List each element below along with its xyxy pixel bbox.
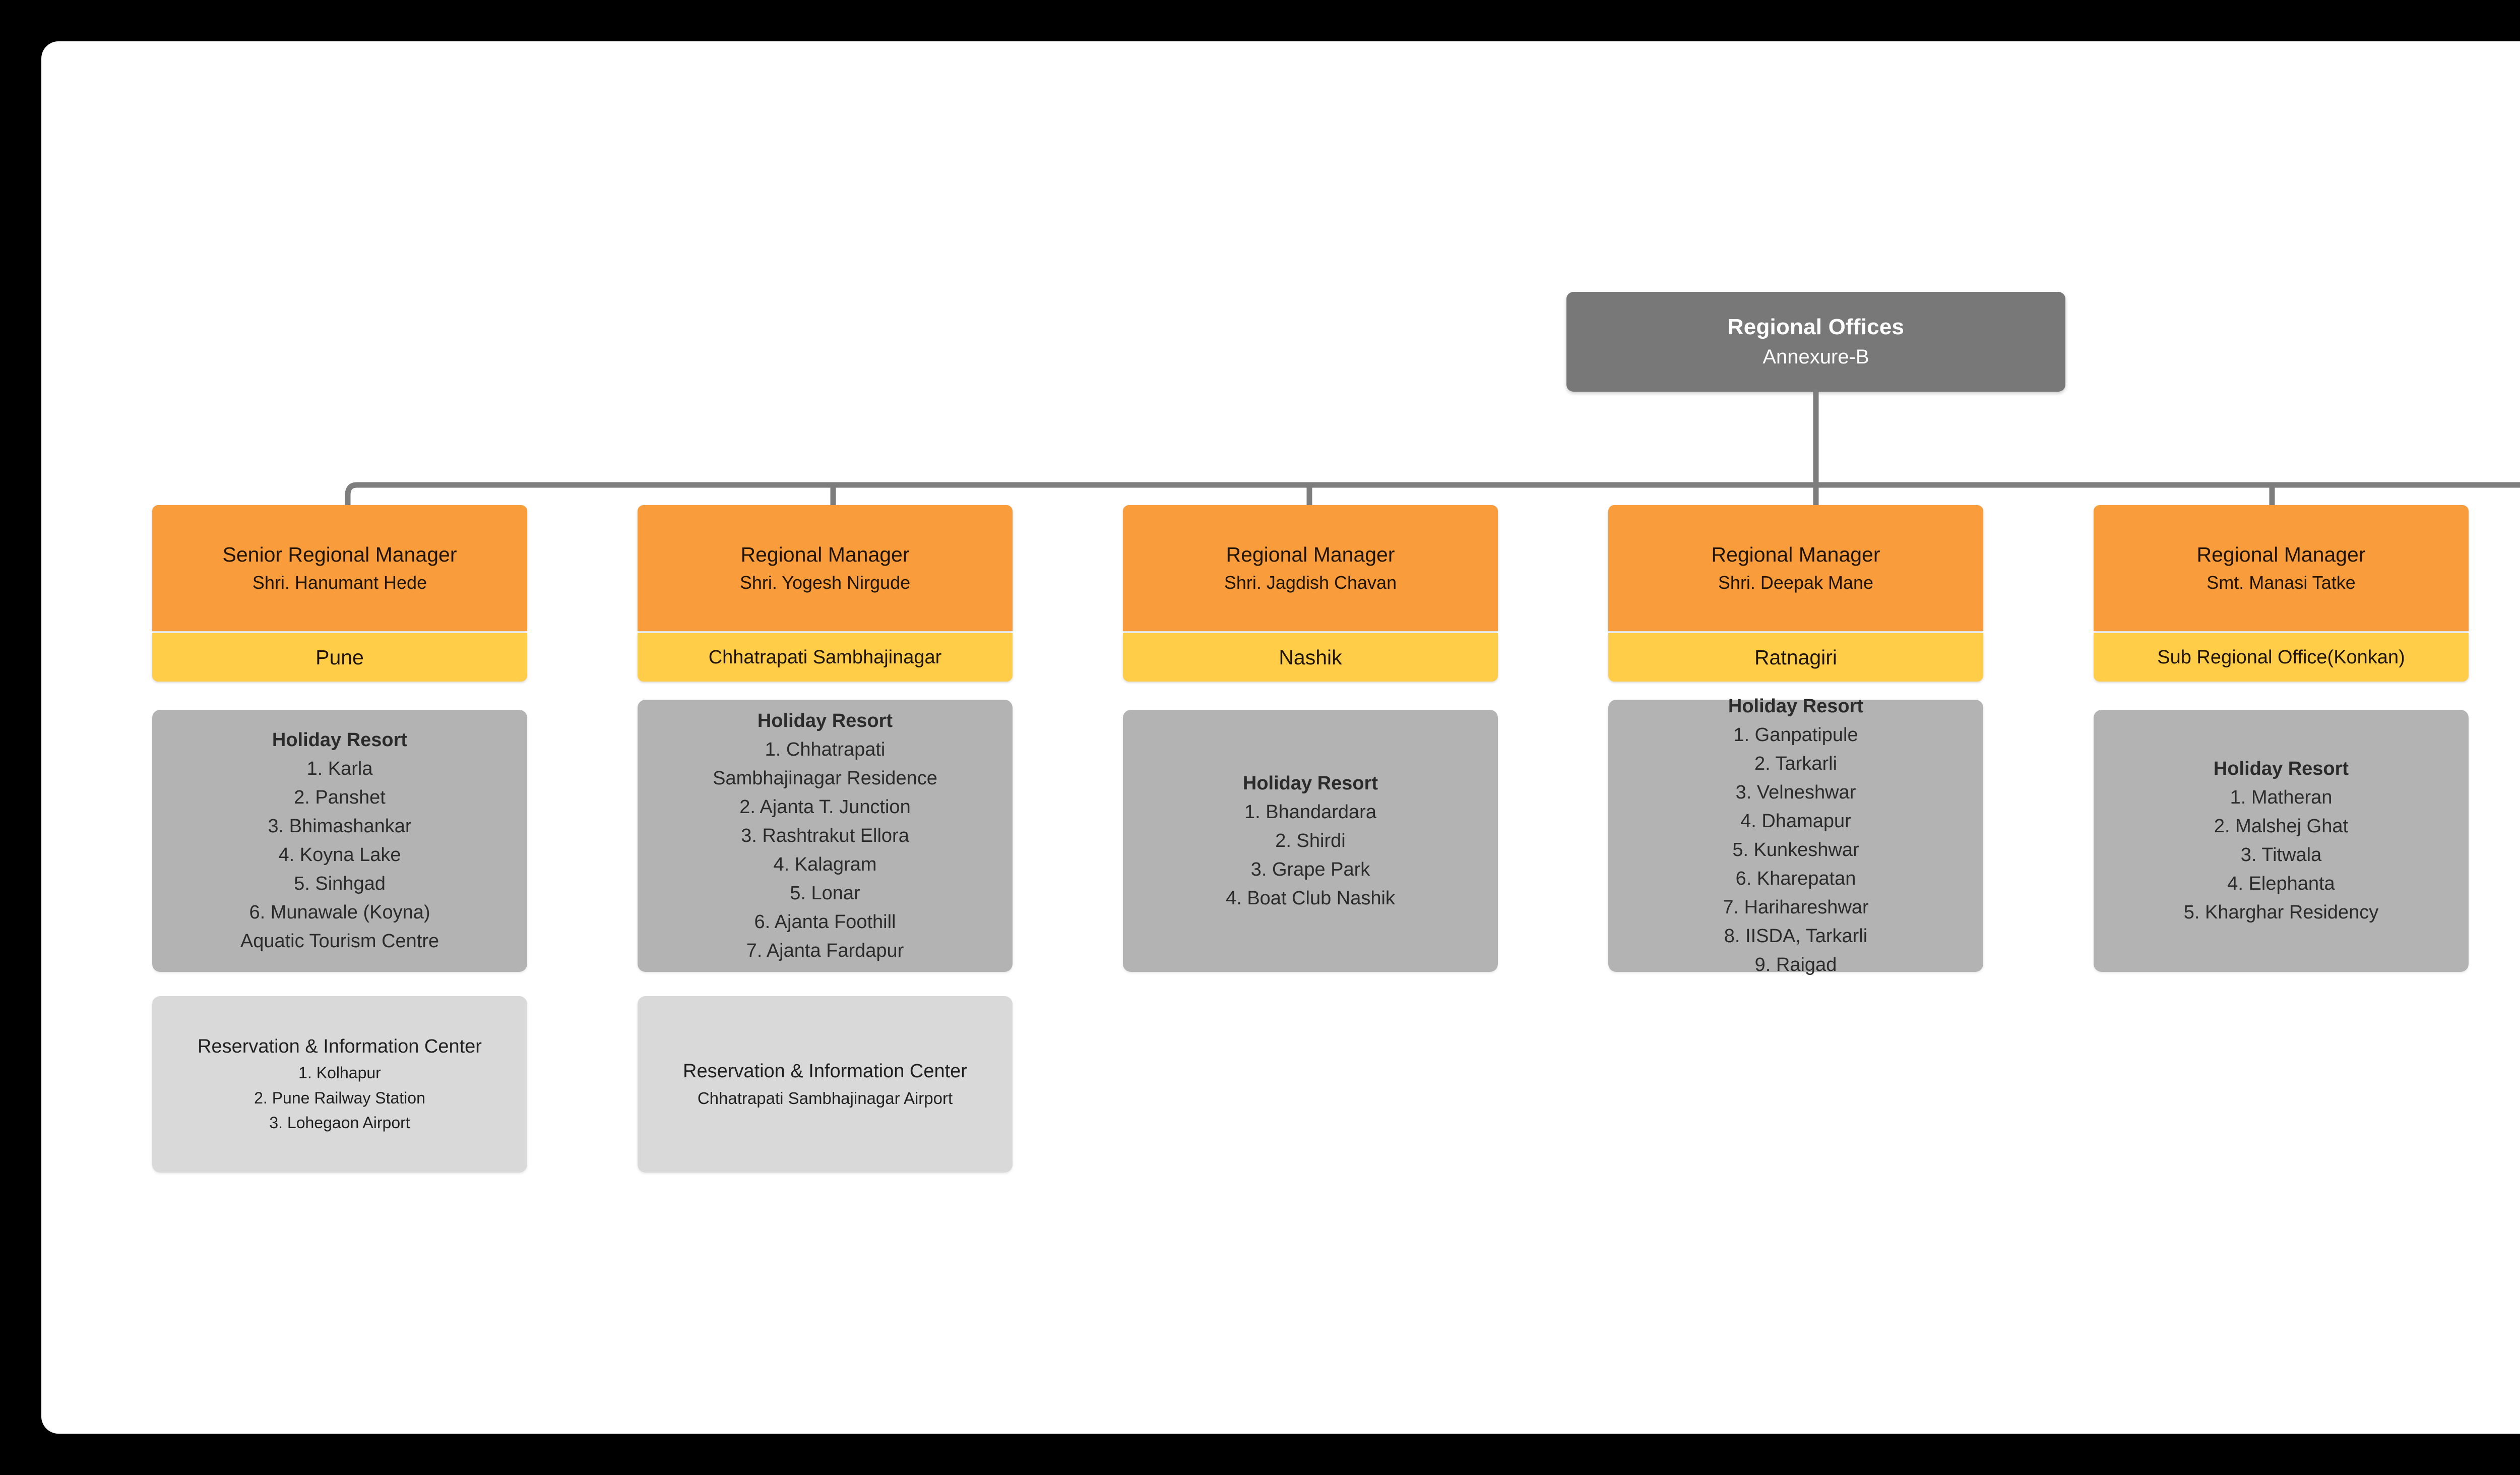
root-node-subtitle: Annexure-B <box>1762 345 1869 368</box>
holiday-resort-item: 2. Tarkarli <box>1754 753 1838 774</box>
holiday-resort-item: Sambhajinagar Residence <box>713 767 937 789</box>
holiday-resort-item: 2. Ajanta T. Junction <box>739 796 911 818</box>
manager-box-pune[interactable]: Senior Regional Manager Shri. Hanumant H… <box>152 505 527 631</box>
holiday-resort-item: 3. Grape Park <box>1250 858 1370 880</box>
holiday-resort-item: 4. Dhamapur <box>1740 811 1851 832</box>
holiday-resort-item: 1. Chhatrapati <box>765 739 886 760</box>
branch-column-chhatrapati-sambhajinagar: Regional Manager Shri. Yogesh Nirgude Ch… <box>638 505 1013 1173</box>
location-box-pune[interactable]: Pune <box>152 633 527 682</box>
holiday-resort-heading: Holiday Resort <box>1728 696 1864 717</box>
holiday-resort-heading: Holiday Resort <box>272 729 408 751</box>
holiday-resort-item: 7. Harihareshwar <box>1723 897 1869 918</box>
holiday-resort-item: 5. Sinhgad <box>294 873 386 894</box>
holiday-resort-item: 7. Ajanta Fardapur <box>746 940 904 961</box>
holiday-resort-item: 1. Ganpatipule <box>1733 724 1858 746</box>
manager-role: Regional Manager <box>1711 543 1880 567</box>
branch-column-ratnagiri: Regional Manager Shri. Deepak Mane Ratna… <box>1608 505 1983 975</box>
holiday-resort-box-pune[interactable]: Holiday Resort 1. Karla 2. Panshet 3. Bh… <box>152 710 527 972</box>
manager-name: Shri. Jagdish Chavan <box>1224 572 1397 593</box>
holiday-resort-item: 2. Shirdi <box>1275 830 1346 851</box>
holiday-resort-item: Aquatic Tourism Centre <box>240 931 439 952</box>
branch-column-nashik: Regional Manager Shri. Jagdish Chavan Na… <box>1123 505 1498 972</box>
manager-box-ratnagiri[interactable]: Regional Manager Shri. Deepak Mane <box>1608 505 1983 631</box>
holiday-resort-item: 6. Ajanta Foothill <box>754 911 896 933</box>
holiday-resort-item: 2. Malshej Ghat <box>2214 816 2349 837</box>
location-box-konkan[interactable]: Sub Regional Office(Konkan) <box>2094 633 2469 682</box>
manager-name: Shri. Deepak Mane <box>1718 572 1874 593</box>
holiday-resort-item: 1. Matheran <box>2230 787 2333 808</box>
holiday-resort-item: 5. Kunkeshwar <box>1732 839 1859 861</box>
holiday-resort-item: 4. Koyna Lake <box>278 844 401 866</box>
holiday-resort-item: 6. Kharepatan <box>1735 868 1856 889</box>
manager-name: Shri. Hanumant Hede <box>252 572 427 593</box>
manager-name: Smt. Manasi Tatke <box>2207 572 2356 593</box>
holiday-resort-item: 3. Bhimashankar <box>268 816 412 837</box>
location-box-ratnagiri[interactable]: Ratnagiri <box>1608 633 1983 682</box>
holiday-resort-item: 4. Kalagram <box>773 853 877 875</box>
chart-canvas: Regional Offices Annexure-B <box>41 41 2520 1434</box>
holiday-resort-item: 3. Rashtrakut Ellora <box>741 825 909 846</box>
root-node-title: Regional Offices <box>1727 315 1905 340</box>
manager-box-nashik[interactable]: Regional Manager Shri. Jagdish Chavan <box>1123 505 1498 631</box>
manager-box-chhatrapati-sambhajinagar[interactable]: Regional Manager Shri. Yogesh Nirgude <box>638 505 1013 631</box>
holiday-resort-item: 2. Panshet <box>294 787 386 808</box>
reservation-center-heading: Reservation & Information Center <box>683 1060 967 1082</box>
holiday-resort-item: 4. Elephanta <box>2227 873 2335 894</box>
location-box-nashik[interactable]: Nashik <box>1123 633 1498 682</box>
reservation-center-item: 2. Pune Railway Station <box>254 1088 425 1107</box>
reservation-center-item: Chhatrapati Sambhajinagar Airport <box>697 1088 953 1108</box>
holiday-resort-item: 6. Munawale (Koyna) <box>249 902 430 923</box>
reservation-center-heading: Reservation & Information Center <box>198 1036 482 1058</box>
holiday-resort-box-nashik[interactable]: Holiday Resort 1. Bhandardara 2. Shirdi … <box>1123 710 1498 972</box>
holiday-resort-item: 4. Boat Club Nashik <box>1226 887 1395 909</box>
holiday-resort-heading: Holiday Resort <box>1242 772 1378 794</box>
branch-column-pune: Senior Regional Manager Shri. Hanumant H… <box>152 505 527 1173</box>
manager-box-konkan[interactable]: Regional Manager Smt. Manasi Tatke <box>2094 505 2469 631</box>
reservation-center-item: 1. Kolhapur <box>298 1064 381 1082</box>
manager-name: Shri. Yogesh Nirgude <box>739 572 911 593</box>
holiday-resort-item: 5. Lonar <box>790 882 860 904</box>
holiday-resort-box-chhatrapati-sambhajinagar[interactable]: Holiday Resort 1. Chhatrapati Sambhajina… <box>638 700 1013 972</box>
holiday-resort-item: 5. Kharghar Residency <box>2183 902 2379 923</box>
holiday-resort-item: 3. Velneshwar <box>1735 782 1856 803</box>
manager-role: Regional Manager <box>2196 543 2366 567</box>
holiday-resort-heading: Holiday Resort <box>757 710 893 731</box>
holiday-resort-box-konkan[interactable]: Holiday Resort 1. Matheran 2. Malshej Gh… <box>2094 710 2469 972</box>
manager-role: Senior Regional Manager <box>222 543 457 567</box>
holiday-resort-heading: Holiday Resort <box>2213 758 2349 779</box>
holiday-resort-box-ratnagiri[interactable]: Holiday Resort 1. Ganpatipule 2. Tarkarl… <box>1608 696 1983 975</box>
holiday-resort-item: 8. IISDA, Tarkarli <box>1724 926 1868 947</box>
reservation-center-box-pune[interactable]: Reservation & Information Center 1. Kolh… <box>152 996 527 1173</box>
reservation-center-box-chhatrapati-sambhajinagar[interactable]: Reservation & Information Center Chhatra… <box>638 996 1013 1173</box>
reservation-center-item: 3. Lohegaon Airport <box>269 1114 410 1132</box>
branch-column-konkan: Regional Manager Smt. Manasi Tatke Sub R… <box>2094 505 2469 972</box>
holiday-resort-item: 3. Titwala <box>2240 844 2322 866</box>
manager-role: Regional Manager <box>740 543 910 567</box>
holiday-resort-item: 1. Bhandardara <box>1244 801 1376 823</box>
holiday-resort-item: 1. Karla <box>306 758 373 779</box>
root-node-regional-offices[interactable]: Regional Offices Annexure-B <box>1566 292 2065 392</box>
location-box-chhatrapati-sambhajinagar[interactable]: Chhatrapati Sambhajinagar <box>638 633 1013 682</box>
holiday-resort-item: 9. Raigad <box>1754 954 1837 975</box>
manager-role: Regional Manager <box>1226 543 1395 567</box>
